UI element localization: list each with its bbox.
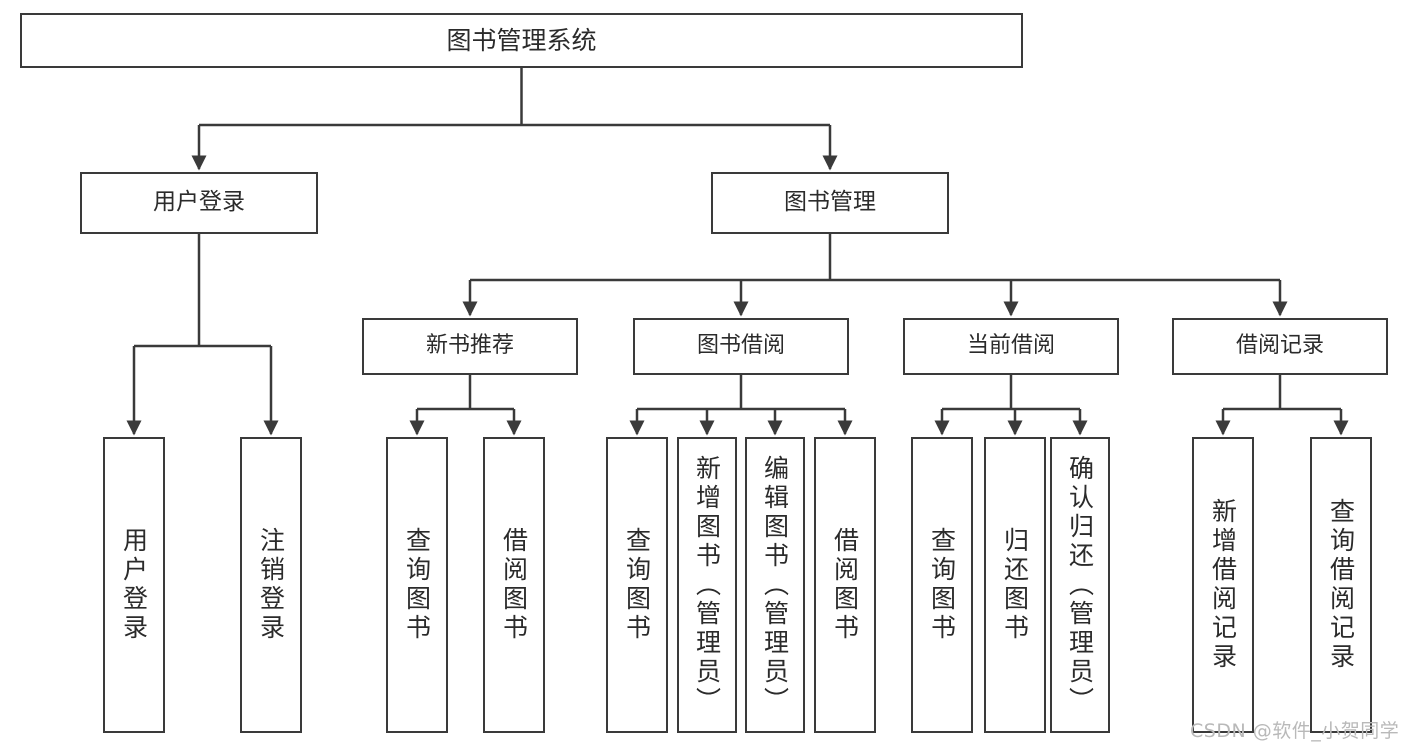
node-leaf-rec-add[interactable]: 新增借阅记录 <box>1192 437 1254 733</box>
node-label: 查询图书 <box>402 527 432 643</box>
node-l3-record[interactable]: 借阅记录 <box>1172 318 1388 375</box>
node-leaf-bw-add[interactable]: 新增图书（管理员） <box>677 437 737 733</box>
node-l3-current[interactable]: 当前借阅 <box>903 318 1119 375</box>
node-leaf-new-query[interactable]: 查询图书 <box>386 437 448 733</box>
node-l2-login[interactable]: 用户登录 <box>80 172 318 234</box>
csdn-watermark: CSDN @软件_小贺同学 <box>1190 720 1400 742</box>
node-label: 新增图书（管理员） <box>692 454 722 716</box>
node-root[interactable]: 图书管理系统 <box>20 13 1023 68</box>
node-leaf-cur-confirm[interactable]: 确认归还（管理员） <box>1050 437 1110 733</box>
node-label: 图书管理 <box>784 189 876 216</box>
node-label: 借阅记录 <box>1235 333 1324 359</box>
node-label: 当前借阅 <box>966 333 1055 359</box>
node-leaf-user-logout[interactable]: 注销登录 <box>240 437 302 733</box>
node-leaf-cur-return[interactable]: 归还图书 <box>984 437 1046 733</box>
node-label: 归还图书 <box>1000 527 1030 643</box>
node-leaf-bw-query[interactable]: 查询图书 <box>606 437 668 733</box>
node-leaf-bw-borrow[interactable]: 借阅图书 <box>814 437 876 733</box>
node-label: 查询图书 <box>622 527 652 643</box>
node-label: 图书管理系统 <box>446 25 597 55</box>
node-label: 图书借阅 <box>696 333 785 359</box>
node-leaf-cur-query[interactable]: 查询图书 <box>911 437 973 733</box>
node-leaf-new-borrow[interactable]: 借阅图书 <box>483 437 545 733</box>
node-label: 新书推荐 <box>425 333 514 359</box>
node-label: 确认归还（管理员） <box>1065 454 1095 716</box>
node-label: 编辑图书（管理员） <box>760 454 790 716</box>
node-label: 注销登录 <box>256 527 286 643</box>
node-label: 查询图书 <box>927 527 957 643</box>
node-label: 用户登录 <box>153 189 245 216</box>
node-label: 借阅图书 <box>830 527 860 643</box>
node-l3-new[interactable]: 新书推荐 <box>362 318 578 375</box>
node-label: 新增借阅记录 <box>1208 498 1238 672</box>
node-l2-book[interactable]: 图书管理 <box>711 172 949 234</box>
node-l3-borrow[interactable]: 图书借阅 <box>633 318 849 375</box>
node-label: 借阅图书 <box>499 527 529 643</box>
node-leaf-rec-query[interactable]: 查询借阅记录 <box>1310 437 1372 733</box>
node-leaf-bw-edit[interactable]: 编辑图书（管理员） <box>745 437 805 733</box>
node-leaf-user-login[interactable]: 用户登录 <box>103 437 165 733</box>
node-label: 查询借阅记录 <box>1326 498 1356 672</box>
node-label: 用户登录 <box>119 527 149 643</box>
